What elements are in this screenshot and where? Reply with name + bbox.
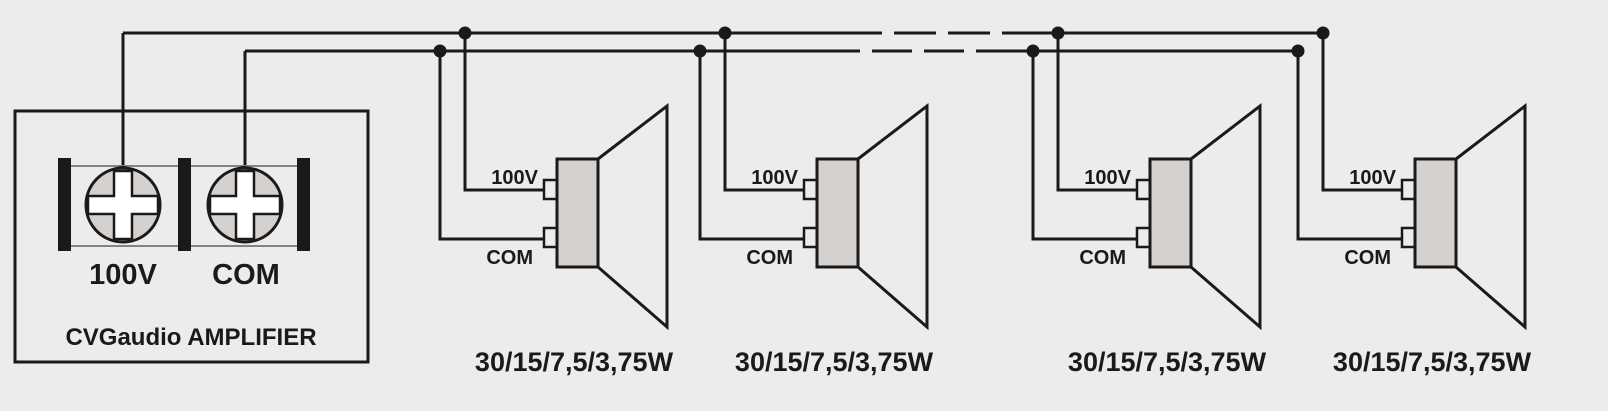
- speaker-100v-wire: [723, 33, 804, 192]
- speaker-terminal-com: [1135, 226, 1152, 249]
- amplifier: 100V COM CVGaudio AMPLIFIER: [13, 109, 370, 364]
- bus-wires: [121, 31, 1323, 165]
- speaker-power-rating: 30/15/7,5/3,75W: [735, 347, 934, 377]
- speaker-label-100v: 100V: [751, 167, 798, 189]
- speaker-com-wire: [1296, 51, 1402, 241]
- amplifier-box: [13, 109, 370, 364]
- speaker-terminal-100v: [542, 178, 559, 201]
- speaker-100v-wire: [463, 33, 544, 192]
- speaker-cone-icon: [597, 102, 669, 331]
- speaker: 100V COM 30/15/7,5/3,75W: [693, 26, 934, 377]
- speaker-com-wire: [698, 51, 804, 241]
- speaker-100v-wire: [1056, 33, 1137, 192]
- speaker-label-100v: 100V: [1084, 167, 1131, 189]
- speaker-cone-icon: [857, 102, 929, 331]
- amplifier-title: CVGaudio AMPLIFIER: [65, 324, 316, 351]
- speaker-cone-icon: [1455, 102, 1527, 331]
- speaker-terminal-com: [802, 226, 819, 249]
- speaker-body-icon: [815, 157, 860, 269]
- speaker-label-com: COM: [1079, 247, 1126, 269]
- speaker-cone-icon: [1190, 102, 1262, 331]
- speaker-label-100v: 100V: [1349, 167, 1396, 189]
- terminal-separator: [58, 158, 71, 251]
- speaker-terminal-100v: [1135, 178, 1152, 201]
- speaker: 100V COM 30/15/7,5/3,75W: [1291, 26, 1532, 377]
- amp-terminal-label-com: COM: [212, 259, 280, 291]
- speaker-label-com: COM: [1344, 247, 1391, 269]
- terminal-separator: [178, 158, 191, 251]
- speaker-com-wire: [1031, 51, 1137, 241]
- speaker-body-icon: [555, 157, 600, 269]
- screw-terminal-100v-icon: [84, 166, 162, 244]
- speaker-terminal-100v: [1400, 178, 1417, 201]
- speaker: 100V COM 30/15/7,5/3,75W: [433, 26, 674, 377]
- speaker-terminal-com: [542, 226, 559, 249]
- screw-terminal-com-icon: [206, 166, 284, 244]
- speaker-com-wire: [438, 51, 544, 241]
- speaker-label-com: COM: [746, 247, 793, 269]
- speaker-terminal-100v: [802, 178, 819, 201]
- terminal-separator: [297, 158, 310, 251]
- speaker-label-com: COM: [486, 247, 533, 269]
- speaker-power-rating: 30/15/7,5/3,75W: [1068, 347, 1267, 377]
- speakers: 100V COM 30/15/7,5/3,75W 100V COM 30/15/7,5/3…: [433, 26, 1532, 377]
- speaker-terminal-com: [1400, 226, 1417, 249]
- speaker-100v-wire: [1321, 33, 1402, 192]
- speaker-body-icon: [1413, 157, 1458, 269]
- speaker: 100V COM 30/15/7,5/3,75W: [1026, 26, 1267, 377]
- amp-terminal-label-100v: 100V: [89, 259, 157, 291]
- speaker-power-rating: 30/15/7,5/3,75W: [1333, 347, 1532, 377]
- speaker-power-rating: 30/15/7,5/3,75W: [475, 347, 674, 377]
- speaker-label-100v: 100V: [491, 167, 538, 189]
- speaker-body-icon: [1148, 157, 1193, 269]
